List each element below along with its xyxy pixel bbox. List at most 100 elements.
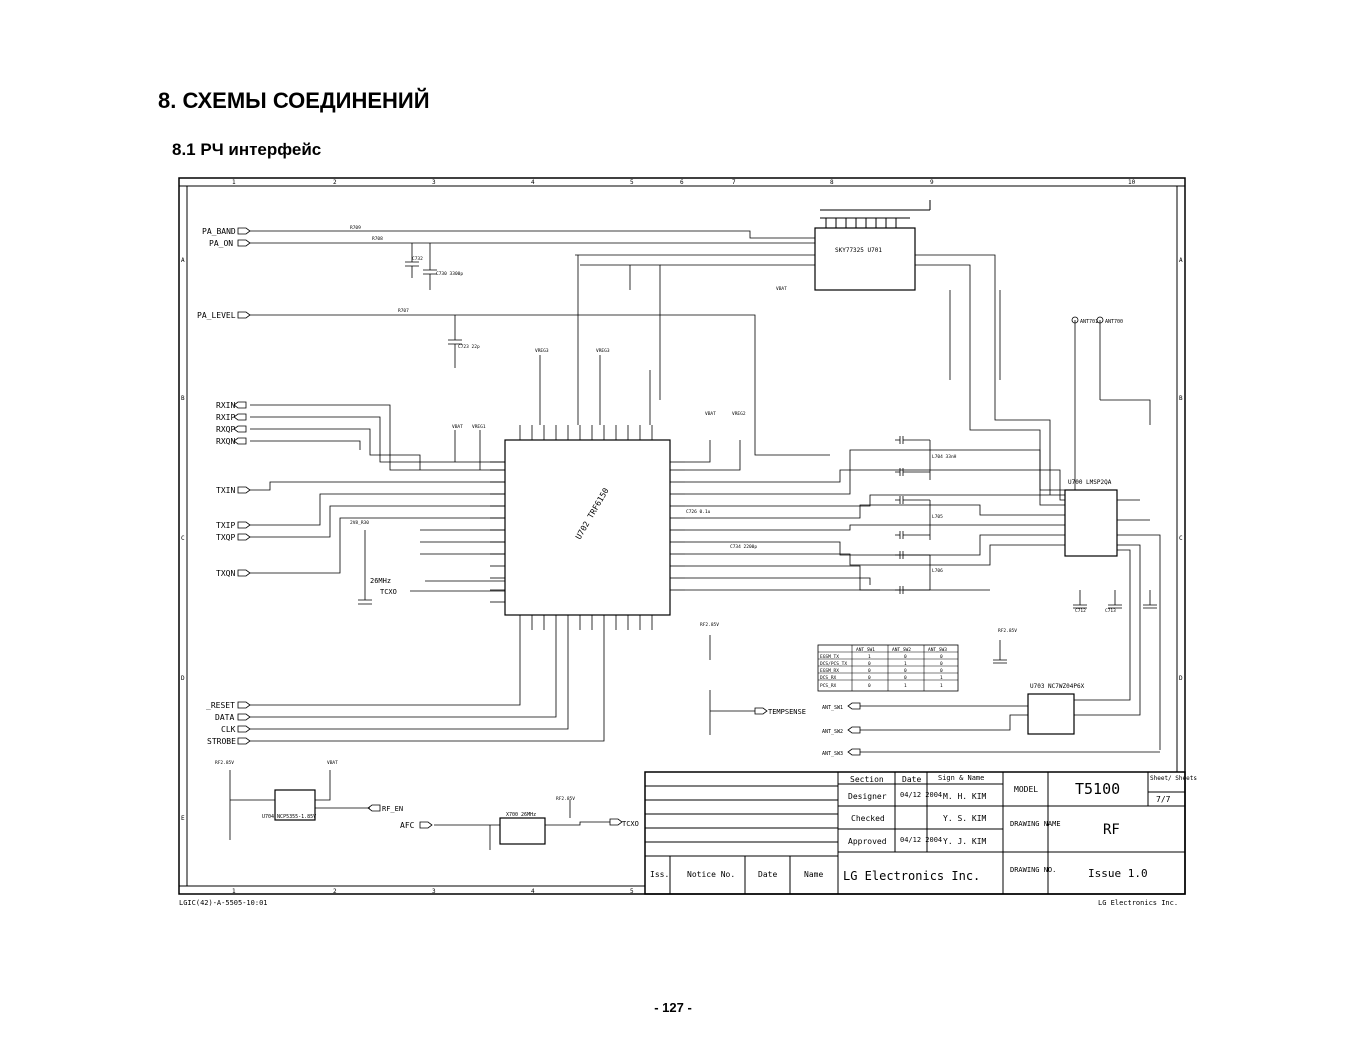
supply-vbat: VBAT [452,424,463,430]
row-marker: C [181,535,185,542]
tb-approved: Approved [848,837,887,846]
tb-designer-name: M. H. KIM [943,792,987,801]
table-header: ANT_SW1 [856,647,875,653]
signal-txqn: TXQN [216,569,235,578]
page-heading: 8. СХЕМЫ СОЕДИНЕНИЙ [158,88,430,113]
signal-ant-sw1: ANT_SW1 [822,705,843,711]
left-ports [233,227,433,829]
row-marker: D [1179,675,1183,682]
col-marker: 5 [630,179,634,186]
signal-pa-band: PA_BAND [202,227,236,236]
supply-rf285: RF2.85V [215,760,234,766]
component-c732: C732 [412,256,423,262]
supply-vreg2: VREG2 [732,411,746,417]
tb-model: T5100 [1075,780,1120,798]
table-cell: 0 [940,668,943,674]
wiring [229,230,1161,850]
chip-x700: X700 26MHz [499,812,546,845]
component-c726: C726 0.1u [686,509,711,515]
signal-rxqp: RXQP [216,425,235,434]
table-cell: 1 [904,661,907,667]
col-marker: 1 [232,888,236,895]
col-marker: 4 [531,179,535,186]
supply-rf285: RF2.85V [700,622,719,628]
chip-label: X700 26MHz [506,812,536,818]
signal-reset: _RESET [206,701,235,710]
tb-designer-date: 04/12 2004 [900,791,942,799]
tb-date: Date [758,870,777,879]
signal-tcxo: TCXO [622,820,639,828]
chip-u700: U700 LMSP2QA [1064,479,1118,557]
col-marker: 8 [830,179,834,186]
supply-rf285: RF2.85V [998,628,1017,634]
table-cell: 0 [868,661,871,667]
tb-model-label: MODEL [1014,785,1038,794]
signal-rxin: RXIN [216,401,235,410]
component-r708: R708 [372,236,383,242]
component-c713: C713 [1105,608,1116,614]
table-cell: 1 [868,654,871,660]
chip-u702: U702 TRF6150 [490,425,685,630]
signal-pa-level: PA_LEVEL [197,311,236,320]
tb-notice: Notice No. [687,870,735,879]
table-cell: EGSM_RX [820,668,839,674]
tb-drawing-name: RF [1103,822,1120,838]
component-r709: R709 [350,225,361,231]
chip-label: U703 NC7WZ04P6X [1030,683,1085,690]
tb-section: Section [850,775,884,784]
tb-sheet-label: Sheet/ Sheets [1150,775,1197,782]
chip-u703: U703 NC7WZ04P6X [1027,683,1085,735]
row-marker: C [1179,535,1183,542]
clock-tcxo: TCXO [380,588,397,596]
signal-data: DATA [215,713,234,722]
supply-vreg3: VREG3 [535,348,549,354]
col-marker: 9 [930,179,934,186]
left-port-labels: PA_BAND PA_ON PA_LEVEL RXIN RXIP RXQP RX… [197,227,415,830]
col-marker: 5 [630,888,634,895]
table-cell: EGSM_TX [820,654,839,660]
table-cell: 0 [868,668,871,674]
signal-rxqn: RXQN [216,437,235,446]
table-cell: 1 [904,683,907,689]
row-marker: E [181,815,185,822]
col-marker: 6 [680,179,684,186]
table-cell: PCS_RX [820,683,837,689]
row-marker: B [1179,395,1183,402]
signal-ant701: ANT701 [1080,319,1098,325]
chip-label: U702 TRF6150 [574,486,611,541]
table-cell: 0 [868,683,871,689]
section-subheading: 8.1 РЧ интерфейс [172,140,322,159]
signal-tempsense: TEMPSENSE [768,708,806,716]
component-r707: R707 [398,308,409,314]
signal-pa-on: PA_ON [209,239,233,248]
signal-txip: TXIP [216,521,235,530]
signal-afc: AFC [400,821,415,830]
table-header: ANT_SW2 [892,647,911,653]
table-cell: 1 [940,683,943,689]
tb-approved-date: 04/12 2004 [900,836,942,844]
component-c723: C723 22p [458,344,480,350]
chip-u704: U704 NCP5355-1.85V [262,789,316,821]
col-marker: 3 [432,888,436,895]
col-marker: 10 [1128,179,1136,186]
table-cell: DCS_RX [820,675,837,681]
chip-label: U700 LMSP2QA [1068,479,1112,486]
tb-company: LG Electronics Inc. [843,869,980,883]
right-port-labels: TEMPSENSE TCXO RF_EN ANT_SW1 ANT_SW2 ANT… [215,286,1123,828]
switch-truth-table: ANT_SW1 ANT_SW2 ANT_SW3 EGSM_TX 1 0 0 DC… [817,644,959,692]
row-marker: A [1179,257,1183,264]
clock-freq: 26MHz [370,577,391,585]
title-block: Section Date Sign & Name Designer 04/12 … [644,771,1197,895]
component-c712: C712 [1075,608,1086,614]
footer-right-brand: LG Electronics Inc. [1098,899,1178,907]
tb-issue: Issue 1.0 [1088,867,1148,880]
table-cell: 0 [904,675,907,681]
supply-vbat: VBAT [776,286,787,292]
tb-checked-name: Y. S. KIM [943,814,987,823]
table-header: ANT_SW3 [928,647,947,653]
tb-date-header: Date [902,775,921,784]
col-marker: 4 [531,888,535,895]
chip-u701: SKY77325 U701 [814,200,931,291]
col-marker: 7 [732,179,736,186]
